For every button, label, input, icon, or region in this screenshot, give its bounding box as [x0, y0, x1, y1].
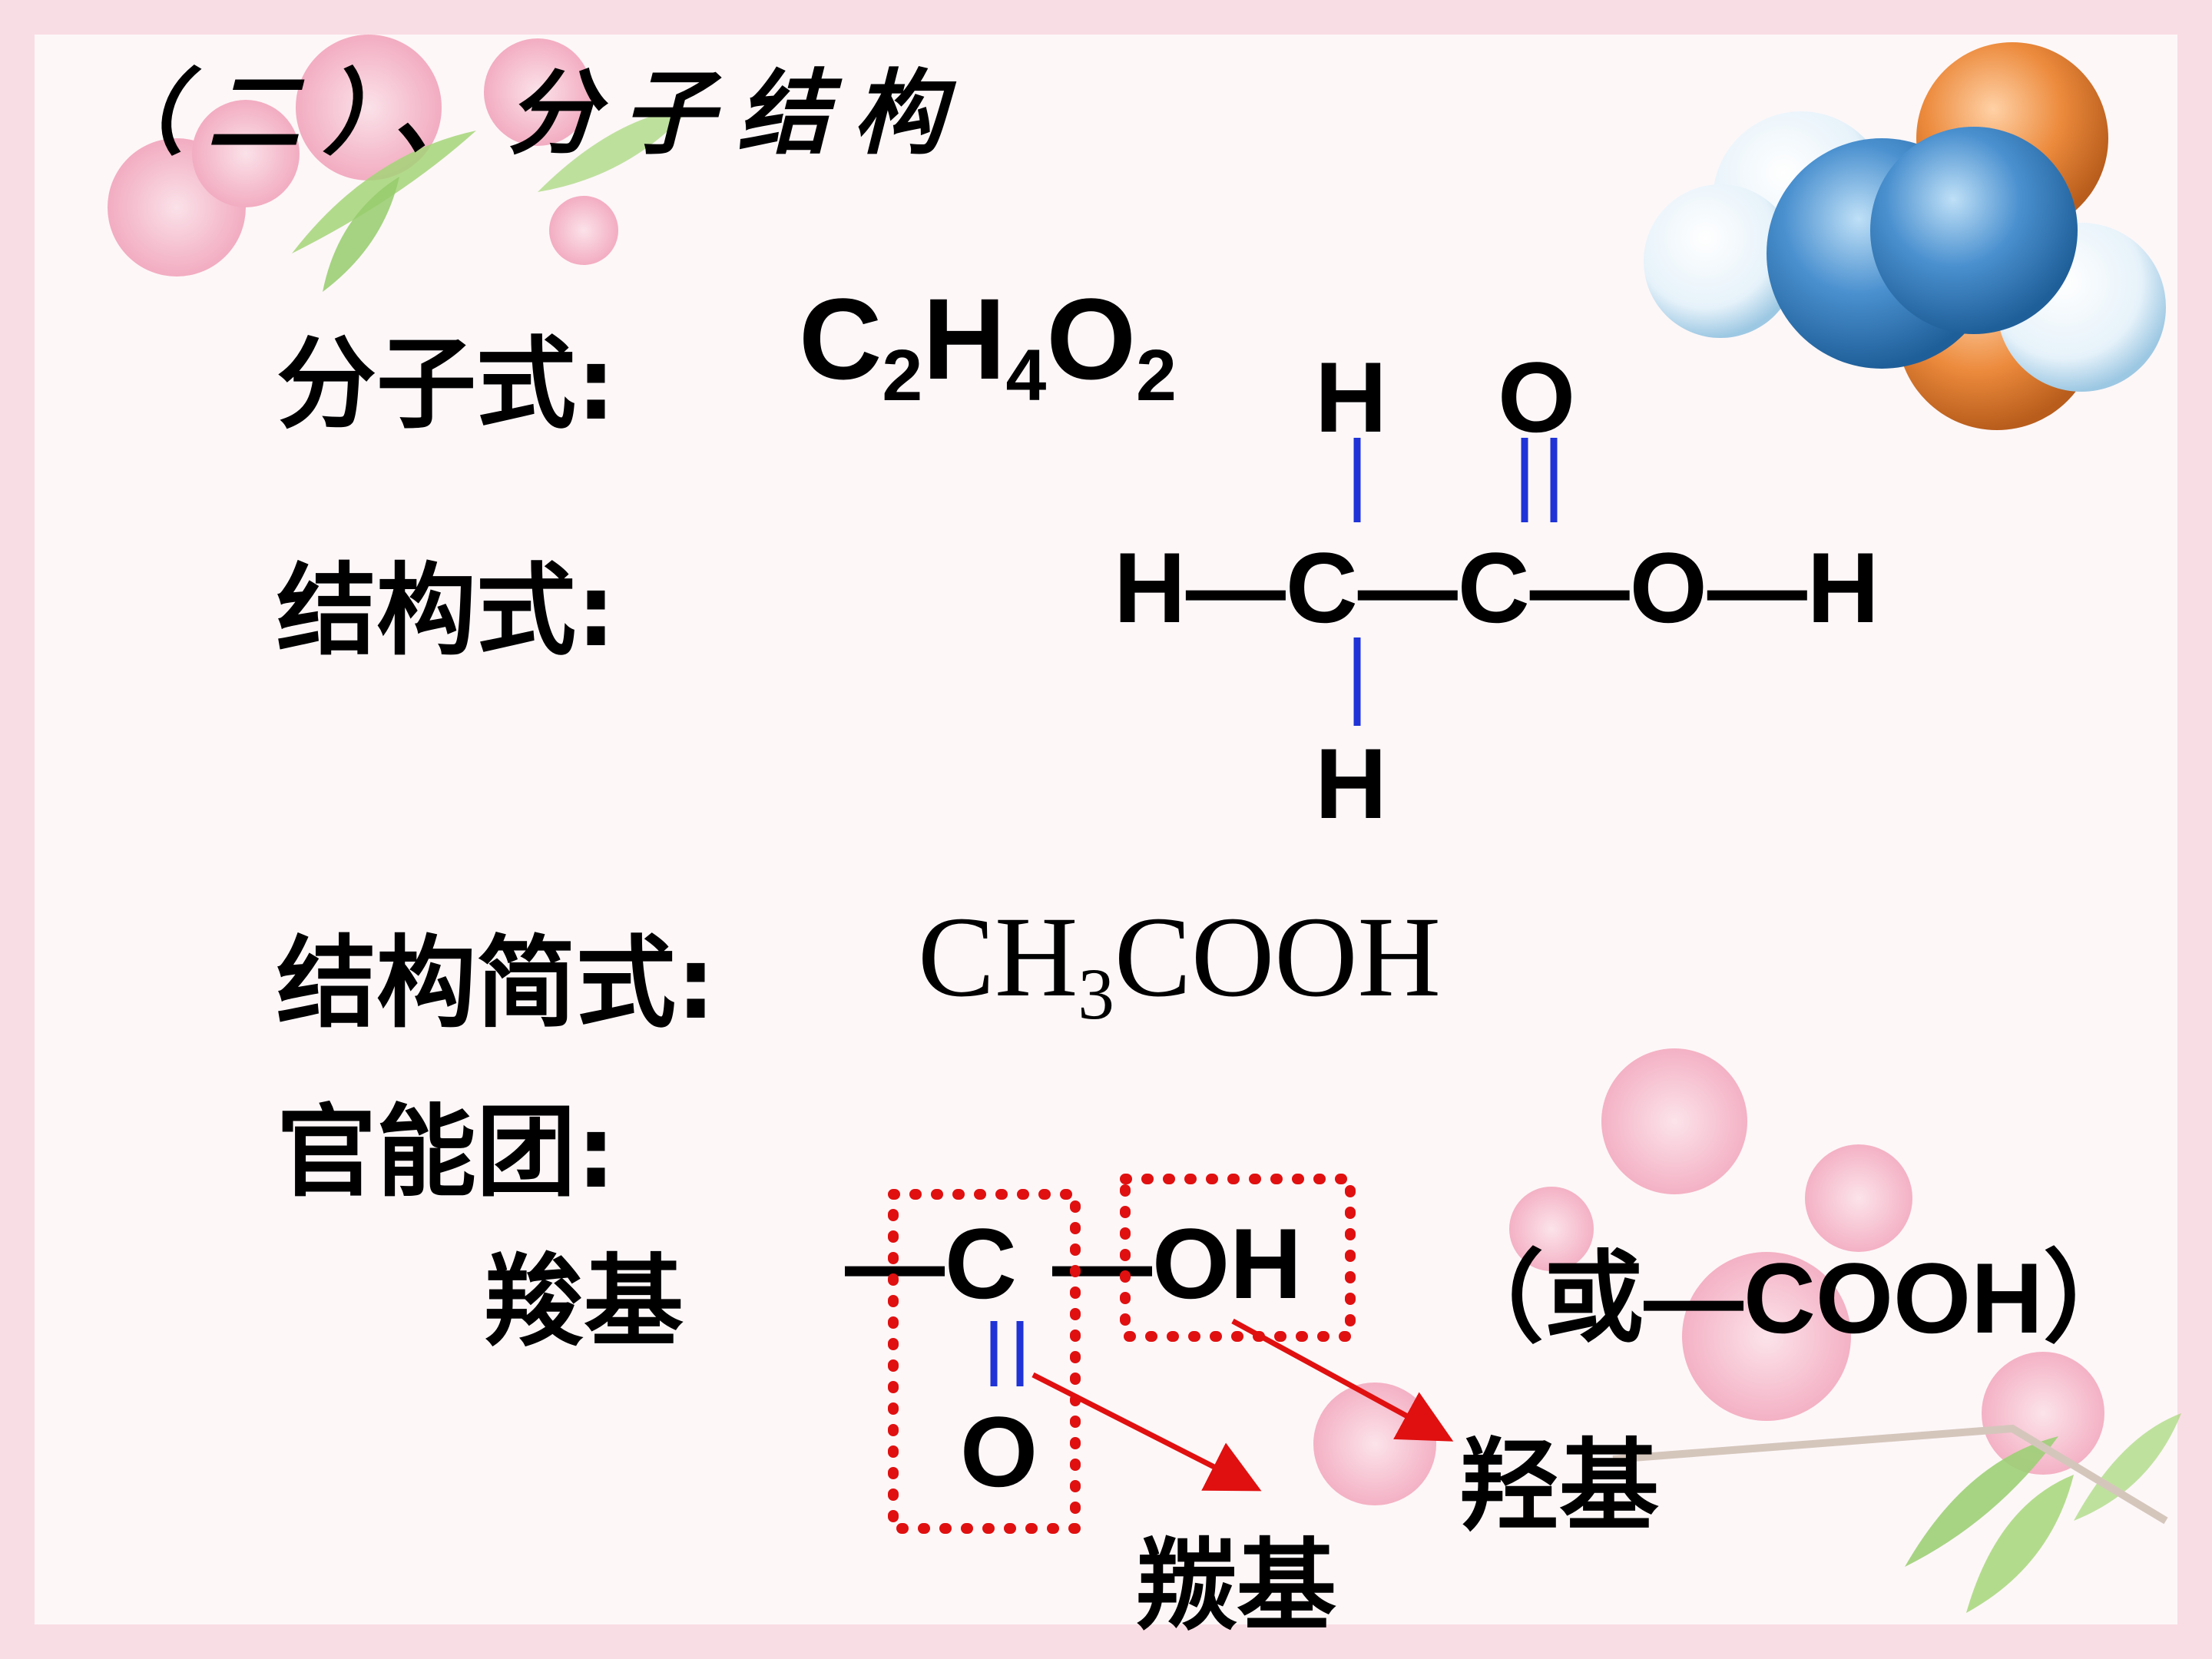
group-oh: —OH [1052, 1207, 1302, 1320]
carbonyl-highlight-box [888, 1189, 1081, 1534]
carboxyl-name: 羧基 [484, 1243, 684, 1360]
group-c: —C [845, 1207, 1017, 1320]
page-title: （二）、分子结构 [92, 59, 968, 167]
molecular-formula: C2H4O2 [799, 274, 1177, 416]
structural-bottom-h: H [1315, 727, 1387, 839]
hydroxyl-highlight-box [1120, 1174, 1356, 1342]
structural-top-h: H [1315, 341, 1387, 453]
hydroxyl-arrow [1231, 1318, 1454, 1442]
functional-group-label: 官能团: [276, 1094, 616, 1210]
structural-chain: H—C—C—O—H [1114, 531, 1879, 644]
structural-formula-label: 结构式: [276, 552, 616, 669]
molecular-formula-label: 分子式: [276, 326, 616, 442]
structural-top-o: O [1498, 341, 1576, 453]
carbonyl-label: 羰基 [1137, 1528, 1337, 1644]
condensed-formula: CH3COOH [918, 893, 1441, 1035]
hydroxyl-label: 羟基 [1459, 1428, 1660, 1545]
carbonyl-arrow [1031, 1372, 1262, 1492]
carboxyl-alt-formula: （或—COOH） [1444, 1242, 2144, 1354]
condensed-formula-label: 结构简式: [276, 925, 716, 1041]
group-o: O [960, 1396, 1038, 1508]
